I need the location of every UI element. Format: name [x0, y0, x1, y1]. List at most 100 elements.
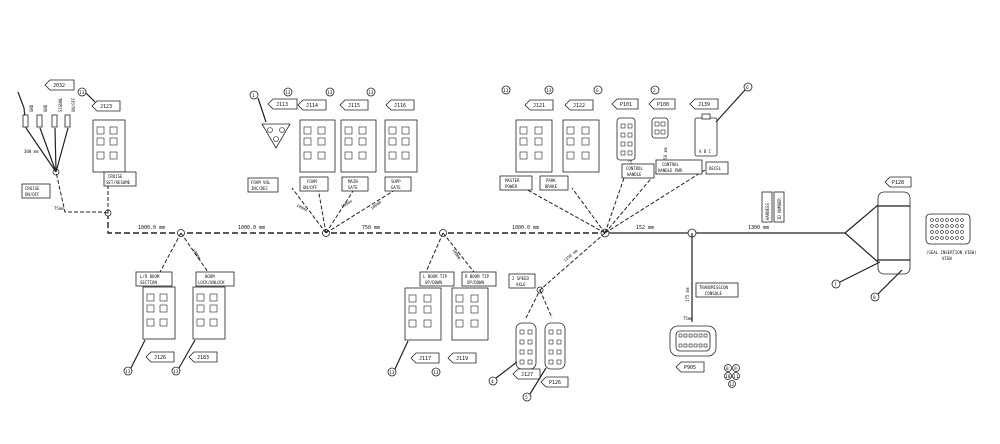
- dimension-label: 1300 mm: [748, 225, 769, 231]
- svg-text:J139: J139: [698, 102, 710, 108]
- label-box-cruise-sw: CRUISE ON/OFF: [21, 183, 51, 199]
- svg-text:J119: J119: [456, 356, 468, 362]
- svg-text:DECEL: DECEL: [709, 166, 722, 171]
- svg-text:8: 8: [726, 366, 729, 372]
- connector-j114-group: J114 13 FOAM ON/OFF: [283, 87, 336, 192]
- svg-text:J114: J114: [306, 103, 318, 109]
- svg-text:A B C: A B C: [699, 149, 712, 154]
- svg-text:SUPP: SUPP: [391, 179, 401, 184]
- svg-text:2: 2: [653, 88, 656, 94]
- connector-j139-group: A B C J139 6 DECEL: [689, 82, 753, 175]
- seal-insertion-view: (SEAL INSERTION VIEW) VIEW: [925, 213, 977, 261]
- svg-text:CONTROL: CONTROL: [626, 166, 643, 171]
- svg-text:J116: J116: [394, 103, 406, 109]
- svg-text:TRANSMISSION: TRANSMISSION: [699, 285, 728, 290]
- svg-text:L BOOM TIP: L BOOM TIP: [423, 274, 448, 279]
- svg-text:1350 mm: 1350 mm: [562, 248, 579, 263]
- svg-text:BOOM: BOOM: [205, 274, 215, 279]
- connector-p126-group: P126 5: [522, 322, 569, 402]
- svg-text:FOAM: FOAM: [307, 179, 317, 184]
- svg-text:CRUISE: CRUISE: [25, 186, 40, 191]
- svg-text:100mm: 100mm: [296, 202, 310, 212]
- svg-text:J122: J122: [573, 103, 585, 109]
- svg-text:J126: J126: [154, 355, 166, 361]
- svg-text:ID NUMBER: ID NUMBER: [777, 198, 782, 220]
- svg-text:5: 5: [525, 395, 528, 401]
- svg-text:P128: P128: [892, 180, 904, 186]
- branch-transmission: 175 mm TRANSMISSION CONSOLE 75mm: [683, 233, 739, 322]
- svg-text:4: 4: [491, 379, 494, 385]
- terminal-label: GND: [43, 104, 48, 112]
- terminal-label: ON/OFF: [71, 97, 76, 112]
- svg-text:10: 10: [725, 374, 731, 380]
- connector-j116-group: J116 13 SUPP GATE: [366, 87, 418, 192]
- svg-text:J113: J113: [276, 102, 288, 108]
- terminal-label: GND: [29, 104, 34, 112]
- connector-j126-group: L/R BOOM SECTION J126 13: [123, 271, 176, 376]
- svg-text:J032: J032: [53, 83, 65, 89]
- pin-grid: [96, 126, 118, 160]
- svg-text:SECTION: SECTION: [140, 280, 157, 285]
- harness-id-label: HARNESS ID NUMBER: [761, 191, 785, 223]
- connector-p100-group: P100 2 CONTROL HANDLE PWR: [648, 85, 703, 175]
- svg-text:13: 13: [285, 90, 291, 96]
- connector-tag-j123: J123: [91, 100, 121, 112]
- branch-upper-mid: 100mm 100mm 100mm: [291, 187, 399, 234]
- connector-tag-j032: J032: [44, 79, 75, 91]
- svg-text:AXLE: AXLE: [516, 282, 526, 287]
- svg-text:BRAKE: BRAKE: [545, 184, 558, 189]
- svg-text:P100: P100: [657, 102, 669, 108]
- svg-text:8: 8: [873, 295, 876, 301]
- svg-text:J117: J117: [419, 356, 431, 362]
- connector-p905-group: P905 8 9 10 11 12: [669, 325, 740, 388]
- dimension-label: 152 mm: [636, 225, 654, 231]
- svg-text:HARNESS: HARNESS: [765, 203, 770, 220]
- svg-text:13: 13: [79, 90, 85, 96]
- connector-j121-group: J121 13 MASTER POWER: [499, 85, 554, 191]
- svg-text:13: 13: [546, 88, 552, 94]
- svg-text:J115: J115: [348, 103, 360, 109]
- svg-text:INC/DEC: INC/DEC: [251, 186, 268, 191]
- dimension-label: 750 mm: [362, 225, 380, 231]
- branch-two-speed: 1350 mm 2 SPEED AXLE: [508, 232, 606, 319]
- branch-lower-left: 100mm: [159, 232, 209, 273]
- svg-text:300 mm: 300 mm: [24, 149, 39, 154]
- svg-text:HANDLE: HANDLE: [627, 172, 642, 177]
- svg-text:75mm: 75mm: [54, 206, 64, 211]
- svg-text:GATE: GATE: [348, 185, 358, 190]
- svg-text:100mm: 100mm: [370, 199, 383, 211]
- connector-j113-group: J113 1 FOAM VOL INC/DEC: [247, 90, 298, 193]
- terminal-rings: [22, 114, 71, 128]
- svg-text:P126: P126: [549, 380, 561, 386]
- svg-text:L/R BOOM: L/R BOOM: [140, 274, 160, 279]
- branch-lower-mid: 100mm: [425, 232, 475, 273]
- svg-text:PARK: PARK: [546, 178, 556, 183]
- svg-text:VIEW: VIEW: [942, 256, 952, 261]
- connector-j117-group: L BOOM TIP UP/DOWN J117 13: [387, 271, 455, 377]
- svg-text:J183: J183: [197, 355, 209, 361]
- terminal-label: SIGNAL: [58, 97, 63, 112]
- connector-p128-group: P128 7 8: [831, 176, 912, 302]
- svg-text:6: 6: [596, 88, 599, 94]
- dimension-label: 1000.0 mm: [512, 225, 539, 231]
- svg-text:100mm: 100mm: [340, 198, 353, 209]
- svg-text:12: 12: [729, 382, 735, 388]
- svg-text:POWER: POWER: [505, 184, 518, 189]
- svg-text:75mm: 75mm: [683, 316, 693, 321]
- svg-text:13: 13: [125, 369, 131, 375]
- dimension-label: 1000.0 mm: [138, 225, 165, 231]
- svg-text:150 mm: 150 mm: [663, 147, 668, 162]
- svg-text:MAIN: MAIN: [348, 179, 358, 184]
- svg-text:P101: P101: [620, 102, 632, 108]
- svg-text:9: 9: [734, 366, 737, 372]
- svg-text:13: 13: [173, 369, 179, 375]
- svg-text:175 mm: 175 mm: [685, 287, 690, 302]
- svg-text:2 SPEED: 2 SPEED: [512, 276, 529, 281]
- svg-text:J127: J127: [521, 372, 533, 378]
- svg-text:13: 13: [389, 370, 395, 376]
- svg-text:GATE: GATE: [391, 185, 401, 190]
- branch-j032: GND GND SIGNAL ON/OFF J032 CRUISE ON/OFF…: [17, 79, 109, 214]
- svg-text:P905: P905: [684, 365, 696, 371]
- svg-text:J123: J123: [100, 104, 112, 110]
